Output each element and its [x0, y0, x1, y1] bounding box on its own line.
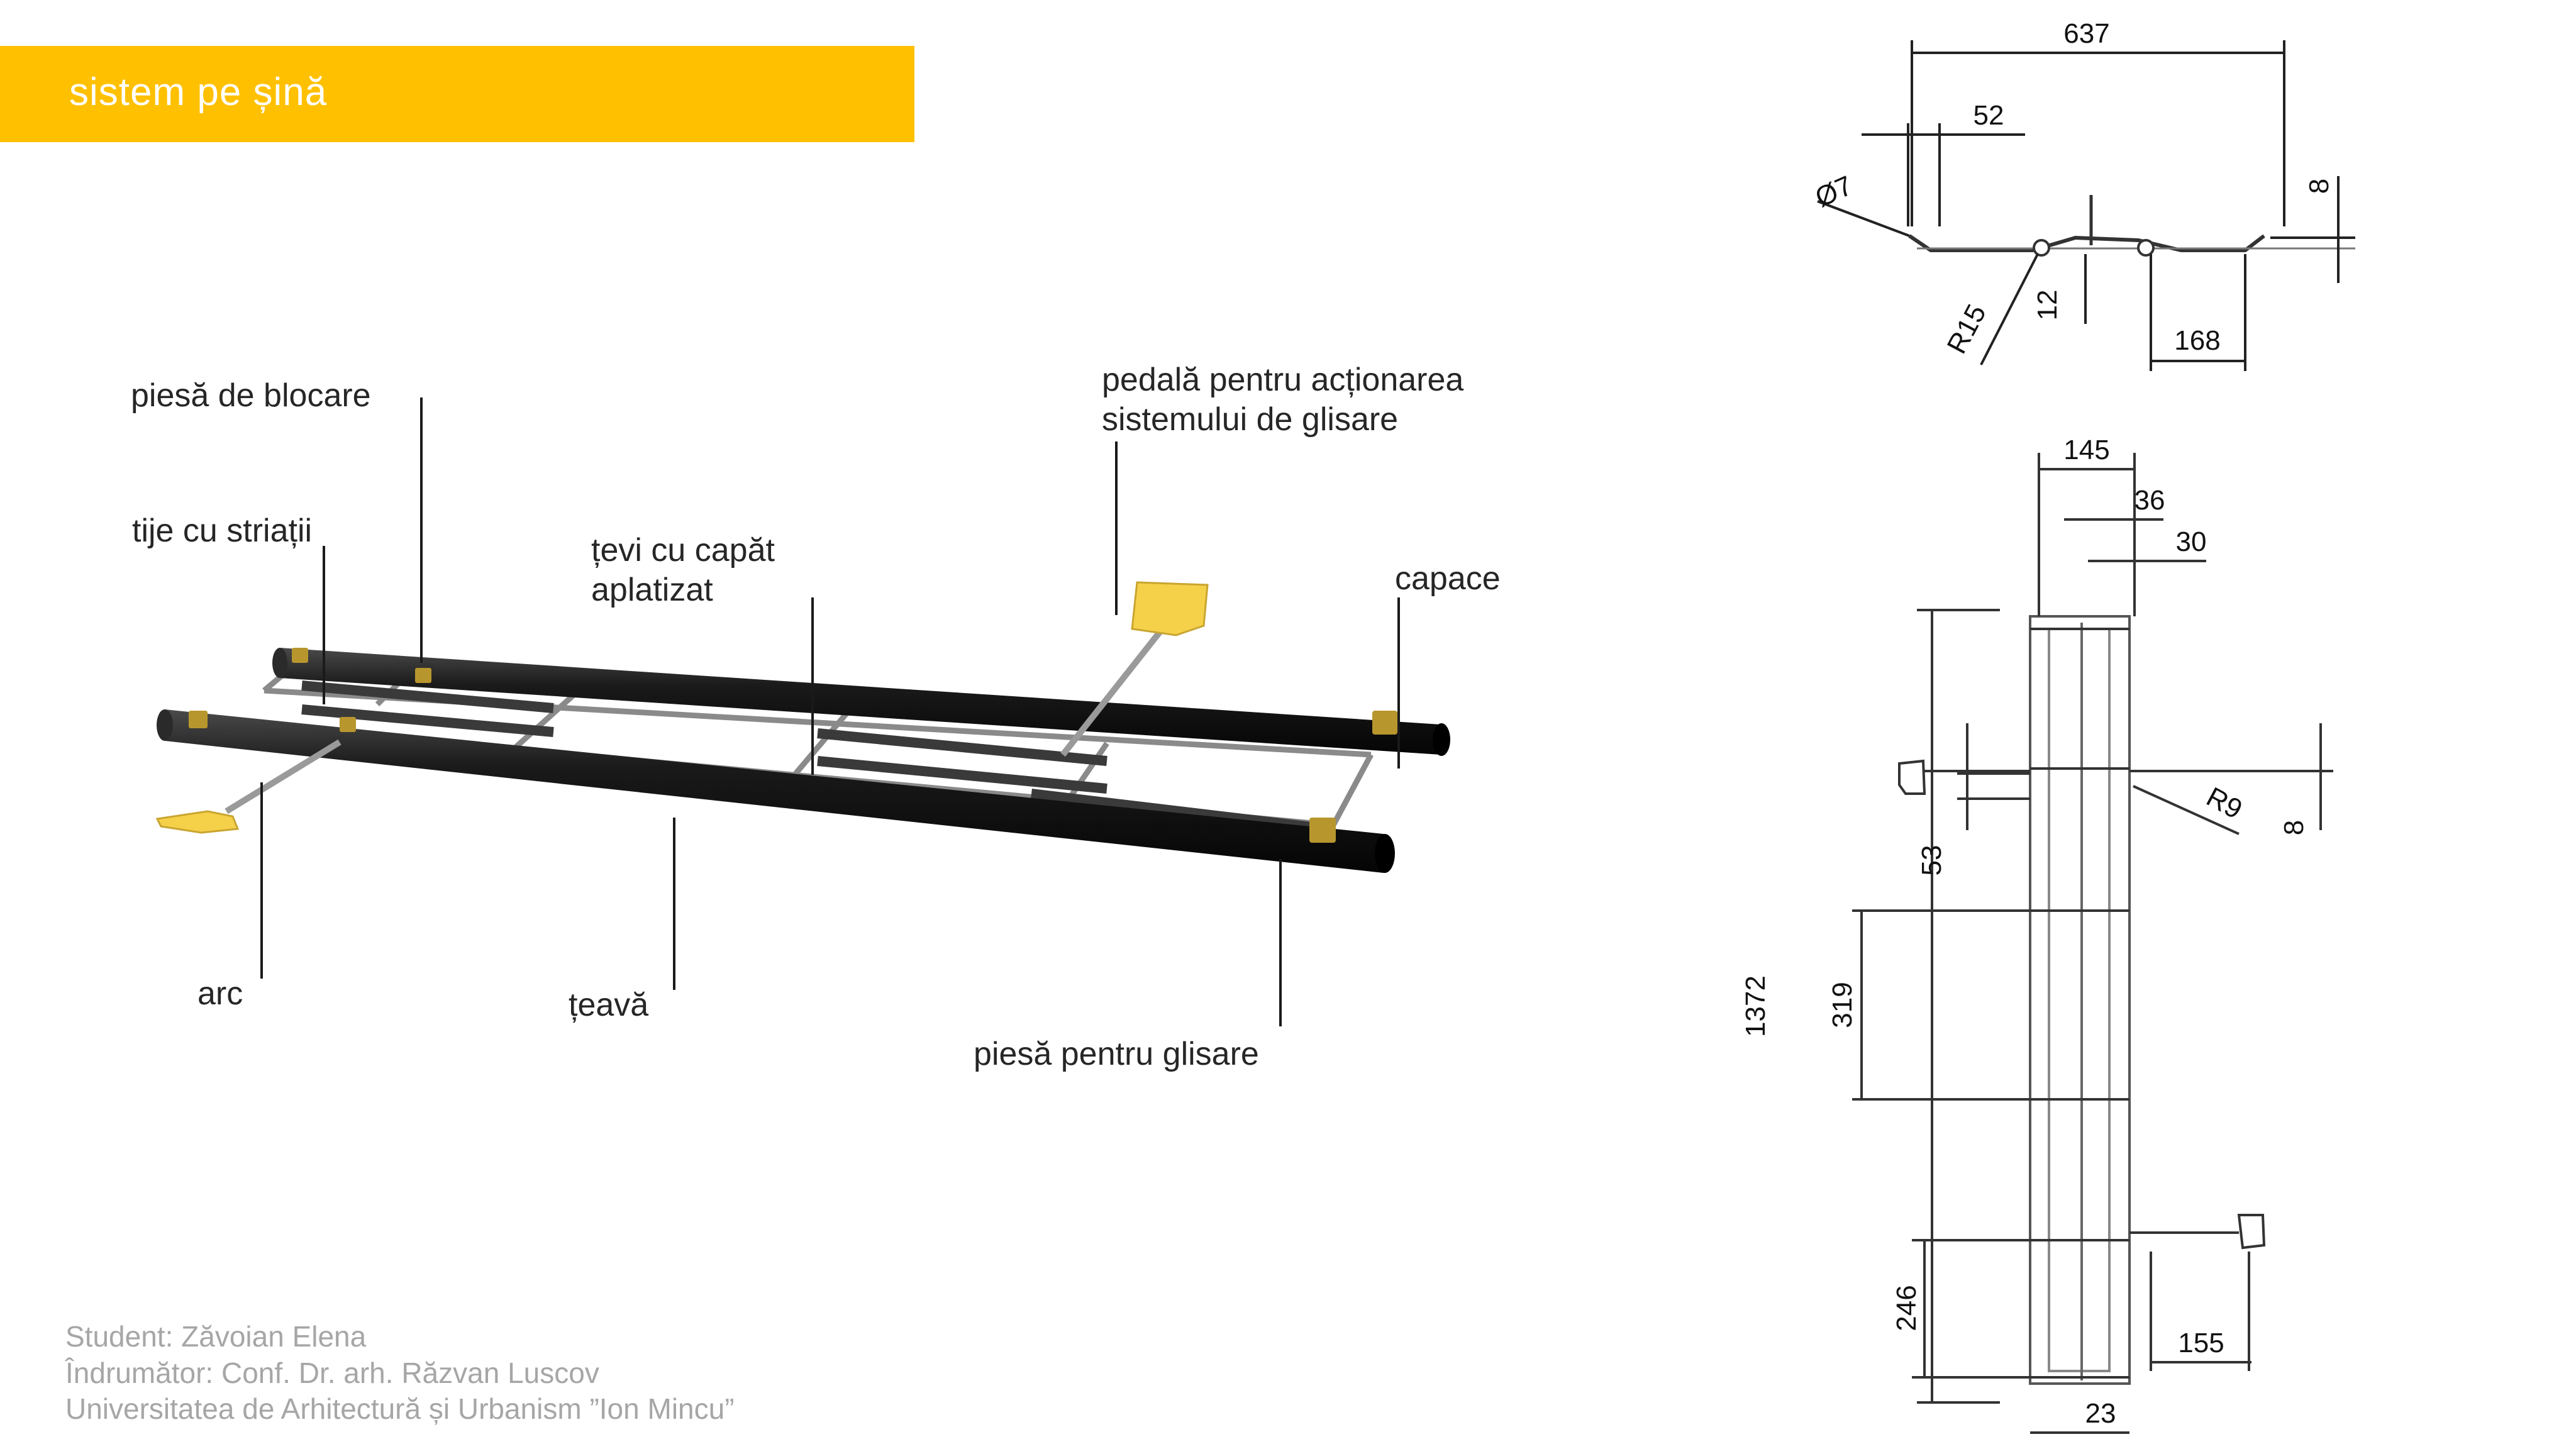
dim-d7: Ø7 [1811, 170, 1857, 213]
label-flat-end-tubes-line2: aplatizat [591, 572, 713, 608]
dim-319: 319 [1827, 982, 1858, 1028]
dim-36: 36 [2135, 485, 2165, 516]
dim-r15: R15 [1941, 299, 1992, 358]
label-spring: arc [197, 975, 243, 1012]
page-title: sistem pe șină [69, 70, 328, 114]
dim-52: 52 [1974, 100, 2004, 131]
front-tube [157, 709, 1395, 873]
label-tube: țeavă [569, 987, 649, 1023]
label-flat-end-tubes-line1: țevi cu capăt [591, 532, 775, 569]
dim-1372: 1372 [1740, 975, 1771, 1037]
dim-155: 155 [2178, 1328, 2224, 1358]
rail-system-render [155, 581, 1450, 873]
side-view-drawing [1817, 40, 2355, 371]
dim-8-side: 8 [2304, 179, 2334, 194]
dim-30: 30 [2176, 526, 2207, 557]
title-banner: sistem pe șină [0, 46, 914, 142]
dim-168: 168 [2174, 325, 2220, 356]
label-pedal-line1: pedală pentru acționarea [1102, 362, 1464, 398]
label-striated-rods: tije cu striații [132, 513, 313, 549]
dim-8-plan: 8 [2279, 820, 2309, 835]
pedal-icon [1060, 581, 1209, 757]
dim-12: 12 [2032, 290, 2063, 321]
dim-23: 23 [2085, 1398, 2116, 1429]
label-sliding-piece: piesă pentru glisare [974, 1036, 1259, 1072]
plan-view-drawing [1852, 453, 2333, 1434]
dim-r9: R9 [2201, 781, 2247, 825]
label-caps: capace [1395, 560, 1501, 597]
brass-pieces [189, 648, 1397, 843]
dim-145: 145 [2063, 435, 2109, 465]
credit-university: Universitatea de Arhitectură și Urbanism… [65, 1392, 735, 1425]
label-pedal-line2: sistemului de glisare [1102, 401, 1399, 438]
striated-rods [301, 680, 1328, 834]
callout-lines [260, 397, 1400, 1026]
dim-637: 637 [2063, 18, 2109, 49]
back-tube [272, 648, 1450, 756]
label-blocking-piece: piesă de blocare [131, 377, 371, 414]
spring-pedal-icon [155, 739, 341, 834]
dim-53: 53 [1916, 845, 1947, 876]
credit-advisor: Îndrumător: Conf. Dr. arh. Răzvan Luscov [65, 1357, 599, 1389]
dim-246: 246 [1891, 1285, 1922, 1331]
credit-student: Student: Zăvoian Elena [65, 1320, 367, 1353]
